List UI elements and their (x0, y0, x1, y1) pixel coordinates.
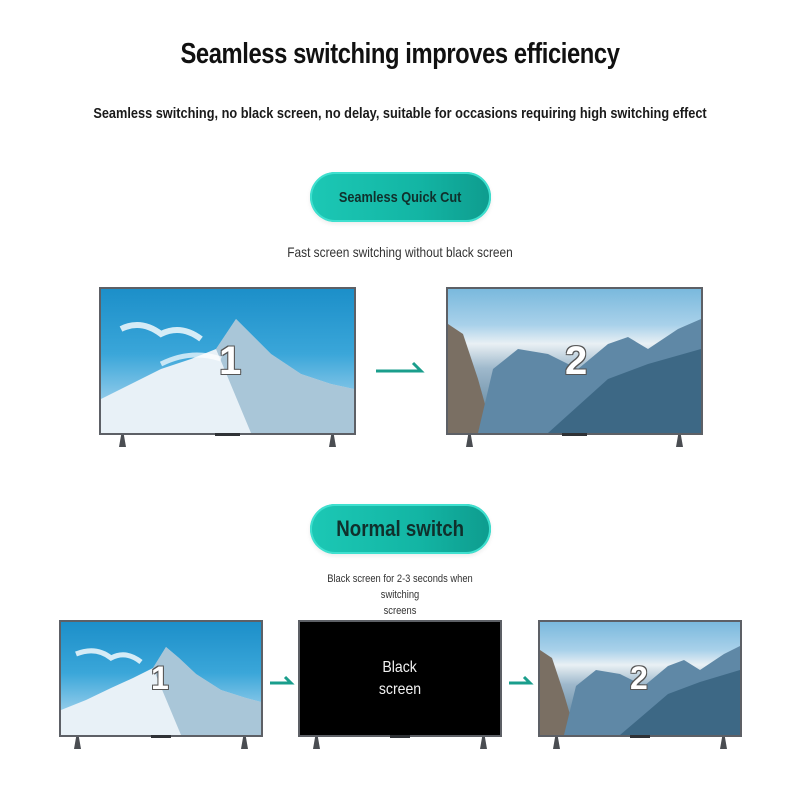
black-screen-line2: screen (378, 680, 422, 698)
right-arrow-icon (376, 361, 425, 373)
tv-leg-left (313, 737, 320, 749)
right-arrow-icon (270, 675, 295, 685)
tv-leg-right (329, 435, 336, 447)
tv-screen-2-normal: 2 (538, 620, 742, 749)
tv-leg-left (119, 435, 126, 447)
valley-illustration (448, 319, 701, 433)
normal-caption-line1: Black screen for 2-3 seconds when switch… (327, 573, 473, 601)
black-screen-display: Black screen (300, 622, 500, 735)
tv-base-bar (390, 735, 410, 738)
valley-illustration (540, 646, 740, 735)
normal-caption: Black screen for 2-3 seconds when switch… (311, 571, 490, 619)
screen-number: 2 (565, 339, 588, 383)
tv-leg-left (466, 435, 473, 447)
tv-leg-right (720, 737, 727, 749)
page-title: Seamless switching improves efficiency (180, 38, 620, 70)
tv-leg-right (480, 737, 487, 749)
tv-base-bar (151, 735, 171, 738)
normal-switch-badge: Normal switch (310, 504, 491, 554)
seamless-caption: Fast screen switching without black scre… (287, 244, 513, 260)
tv-leg-left (74, 737, 81, 749)
right-arrow-icon (509, 675, 534, 685)
valley-image: 2 (448, 289, 701, 433)
screen-number: 1 (219, 339, 242, 383)
tv-base-bar (630, 735, 650, 738)
tv-base-bar (214, 433, 241, 436)
seamless-quick-cut-label: Seamless Quick Cut (339, 188, 462, 206)
normal-switch-label: Normal switch (336, 516, 465, 541)
seamless-quick-cut-badge: Seamless Quick Cut (310, 172, 491, 222)
mountain-image: 1 (101, 289, 354, 433)
normal-caption-line2: screens (383, 605, 417, 617)
tv-base-bar (561, 433, 588, 436)
black-screen-line1: Black (382, 658, 418, 676)
mountain-illustration (101, 319, 354, 433)
tv-screen-2-seamless: 2 (446, 287, 703, 447)
tv-leg-right (241, 737, 248, 749)
tv-leg-right (676, 435, 683, 447)
page-subtitle: Seamless switching, no black screen, no … (93, 105, 707, 122)
tv-screen-1-seamless: 1 (99, 287, 356, 447)
screen-number: 1 (151, 660, 169, 696)
tv-black-screen: Black screen (298, 620, 502, 749)
mountain-image: 1 (61, 622, 261, 735)
tv-leg-left (553, 737, 560, 749)
screen-number: 2 (630, 660, 648, 696)
tv-screen-1-normal: 1 (59, 620, 263, 749)
mountain-illustration (61, 647, 261, 735)
valley-image: 2 (540, 622, 740, 735)
